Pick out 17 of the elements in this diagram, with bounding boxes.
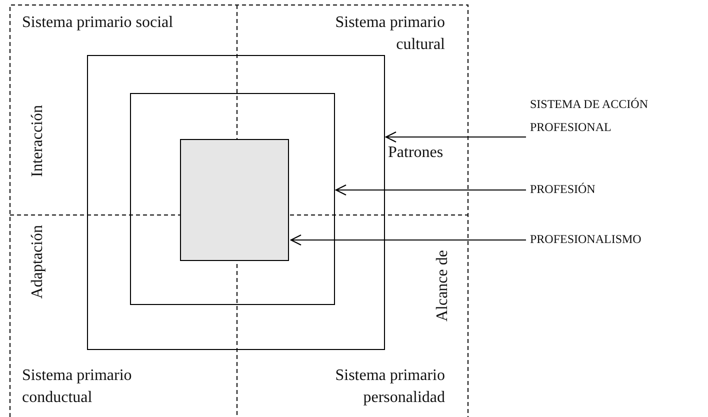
quadrant-label: Patrones — [388, 143, 444, 163]
quadrant-label: Sistema primario social — [22, 13, 174, 33]
square-frame — [180, 139, 289, 261]
arrow — [290, 234, 526, 246]
quadrant-label: Interacción — [28, 105, 47, 177]
quadrant-label: Alcance de — [433, 250, 452, 322]
square-frame — [87, 55, 385, 350]
quadrant-label: Sistema primario cultural — [334, 13, 445, 55]
square-frame — [130, 92, 334, 304]
quadrant-label: Sistema primario personalidad — [334, 366, 445, 408]
quadrant-label: Sistema primario conductual — [22, 366, 133, 408]
arrow — [335, 184, 526, 196]
quadrant-label: Adaptación — [28, 225, 47, 299]
callout-label: PROFESIÓN — [530, 178, 680, 201]
callout-label: SISTEMA DE ACCIÓN PROFESIONAL — [530, 93, 700, 139]
arrow — [385, 131, 526, 143]
callout-label: PROFESIONALISMO — [530, 228, 690, 251]
